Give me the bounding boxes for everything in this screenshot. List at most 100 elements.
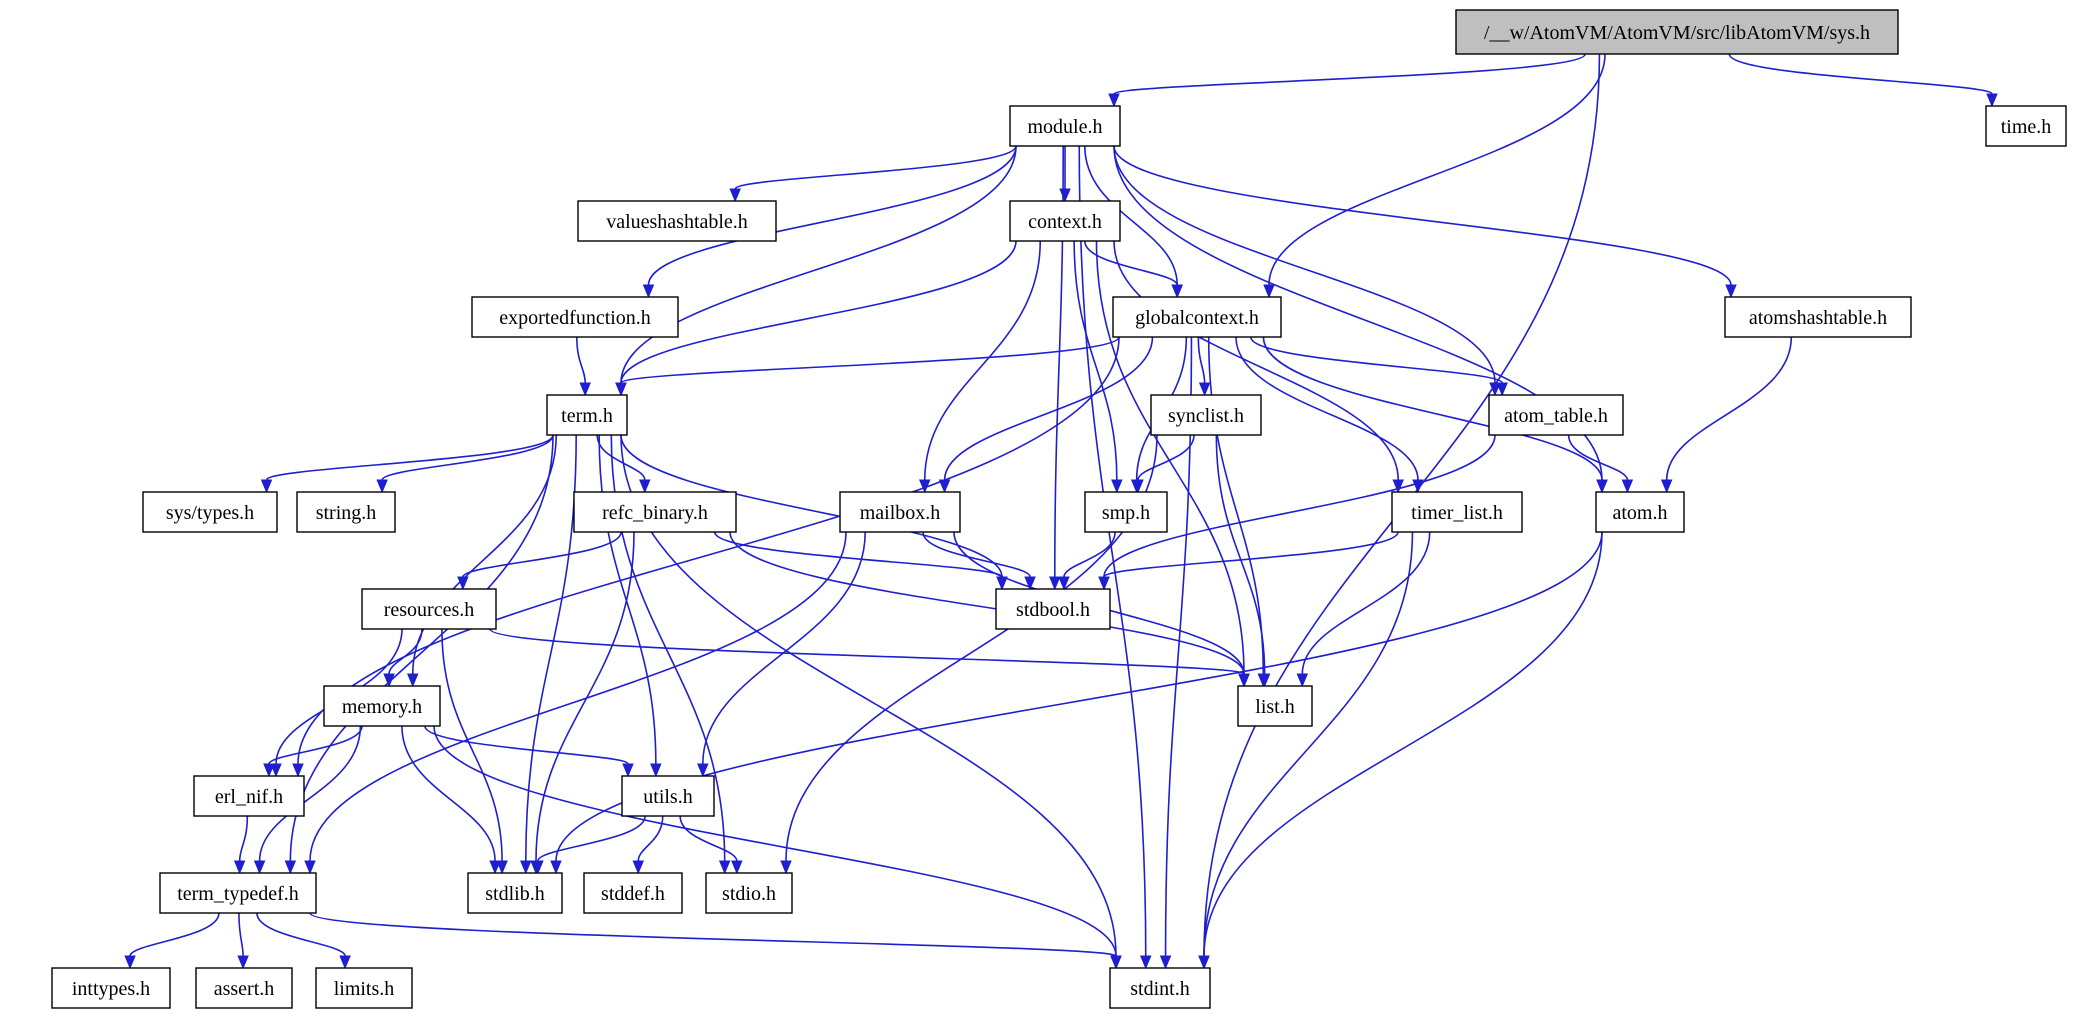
arrowhead — [376, 479, 388, 494]
node-box — [195, 967, 293, 1009]
node-assert[interactable]: assert.h — [195, 967, 293, 1009]
node-utils[interactable]: utils.h — [621, 775, 715, 817]
node-smp[interactable]: smp.h — [1084, 491, 1168, 533]
node-limits[interactable]: limits.h — [315, 967, 413, 1009]
node-label: stdint.h — [1130, 978, 1189, 1000]
edge-module-to-valueshashtable — [729, 145, 1017, 203]
node-box — [573, 491, 737, 533]
node-module[interactable]: module.h — [1009, 105, 1121, 147]
arrowhead — [1024, 576, 1036, 591]
arrowhead — [496, 860, 508, 875]
arrowhead — [1296, 673, 1309, 688]
node-list[interactable]: list.h — [1237, 685, 1313, 727]
node-resources[interactable]: resources.h — [361, 588, 497, 630]
node-memory[interactable]: memory.h — [323, 685, 441, 727]
node-synclist[interactable]: synclist.h — [1150, 394, 1262, 436]
edge-globalcontext-to-atom_table — [1250, 336, 1508, 397]
arrowhead — [1621, 479, 1634, 494]
arrowhead — [1238, 673, 1250, 688]
edge-term-to-term_typedef — [284, 434, 554, 875]
arrowhead — [253, 860, 266, 875]
edge-synclist-to-list — [1215, 434, 1271, 688]
edge-mailbox-to-term_typedef — [304, 531, 847, 875]
node-label: refc_binary.h — [602, 502, 708, 524]
node-box — [621, 775, 715, 817]
arrowhead — [520, 860, 532, 875]
arrowhead — [1171, 284, 1183, 299]
node-label: smp.h — [1102, 502, 1150, 524]
arrowhead — [579, 382, 591, 397]
edge-sys-to-time — [1728, 53, 1998, 108]
node-exportedfunction[interactable]: exportedfunction.h — [471, 296, 679, 338]
node-box — [1109, 967, 1211, 1009]
node-erl-nif[interactable]: erl_nif.h — [193, 775, 305, 817]
arrowhead — [489, 860, 501, 875]
edge-timer_list-to-list — [1296, 531, 1431, 688]
node-context[interactable]: context.h — [1009, 200, 1121, 242]
node-stdint[interactable]: stdint.h — [1109, 967, 1211, 1009]
node-label: sys/types.h — [166, 502, 254, 524]
node-refc-binary[interactable]: refc_binary.h — [573, 491, 737, 533]
node-mailbox[interactable]: mailbox.h — [839, 491, 961, 533]
arrowhead — [1660, 479, 1673, 494]
edge-memory-to-term_typedef — [253, 725, 362, 875]
node-term[interactable]: term.h — [546, 394, 628, 436]
node-label: /__w/AtomVM/AtomVM/src/libAtomVM/sys.h — [1484, 22, 1870, 44]
edge-term-to-stdlib — [520, 434, 577, 875]
node-stdlib[interactable]: stdlib.h — [467, 872, 563, 914]
arrowhead — [260, 479, 273, 494]
arrowhead — [383, 673, 395, 688]
arrowhead — [1098, 576, 1110, 591]
node-box — [361, 588, 497, 630]
edge-term_typedef-to-inttypes — [124, 912, 220, 970]
edge-module-to-exportedfunction — [642, 145, 1017, 299]
node-box — [1724, 296, 1912, 338]
edge-term-to-string — [376, 434, 554, 494]
edge-resources-to-memory — [383, 628, 423, 688]
node-label: erl_nif.h — [215, 786, 283, 808]
edge-erl_nif-to-term_typedef — [233, 815, 249, 875]
node-term-typedef[interactable]: term_typedef.h — [159, 872, 317, 914]
node-valueshashtable[interactable]: valueshashtable.h — [577, 200, 777, 242]
edge-globalcontext-to-synclist — [1197, 336, 1211, 397]
node-stdbool[interactable]: stdbool.h — [995, 588, 1111, 630]
arrowhead — [650, 763, 662, 778]
edge-module-to-atom_table — [1113, 145, 1501, 397]
node-stdio[interactable]: stdio.h — [705, 872, 793, 914]
edge-utils-to-stdlib — [532, 815, 646, 875]
node-atom[interactable]: atom.h — [1595, 491, 1685, 533]
node-label: list.h — [1255, 696, 1294, 718]
arrowhead — [1392, 479, 1404, 494]
edge-memory-to-utils — [424, 725, 634, 778]
node-string[interactable]: string.h — [296, 491, 396, 533]
edge-context-to-timer_list — [1113, 240, 1404, 494]
arrowhead — [550, 860, 562, 875]
node-inttypes[interactable]: inttypes.h — [51, 967, 171, 1009]
arrowhead — [780, 860, 792, 875]
node-time[interactable]: time.h — [1985, 105, 2067, 147]
edge-term-to-systypes — [260, 434, 554, 494]
nodes-layer: /__w/AtomVM/AtomVM/src/libAtomVM/sys.hmo… — [51, 9, 2067, 1009]
node-label: assert.h — [214, 978, 275, 1000]
node-timer-list[interactable]: timer_list.h — [1391, 491, 1523, 533]
node-atomshashtable[interactable]: atomshashtable.h — [1724, 296, 1912, 338]
node-sys[interactable]: /__w/AtomVM/AtomVM/src/libAtomVM/sys.h — [1455, 9, 1899, 55]
edge-utils-to-stddef — [632, 815, 664, 875]
arrowhead — [1198, 955, 1210, 970]
node-box — [159, 872, 317, 914]
edge-module-to-term — [615, 145, 1017, 397]
node-box — [296, 491, 396, 533]
node-stddef[interactable]: stddef.h — [583, 872, 683, 914]
node-globalcontext[interactable]: globalcontext.h — [1112, 296, 1282, 338]
node-systypes[interactable]: sys/types.h — [142, 491, 278, 533]
edge-timer_list-to-stdbool — [1098, 531, 1399, 591]
node-atom-table[interactable]: atom_table.h — [1488, 394, 1624, 436]
node-label: limits.h — [334, 978, 395, 1000]
node-label: context.h — [1028, 211, 1102, 233]
edge-resources-to-stdlib — [441, 628, 508, 875]
arrowhead — [729, 188, 741, 203]
node-label: stdbool.h — [1016, 599, 1090, 621]
edge-mailbox-to-stdbool — [922, 531, 1036, 591]
node-label: stdlib.h — [485, 883, 544, 905]
node-label: utils.h — [643, 786, 692, 808]
